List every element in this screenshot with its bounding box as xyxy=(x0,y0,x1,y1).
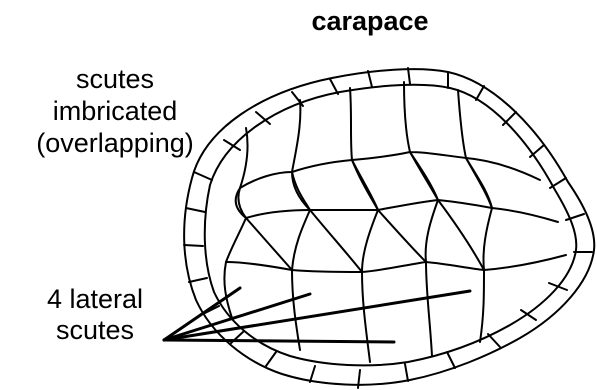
scute-seams-vertical xyxy=(224,82,492,362)
carapace-outline xyxy=(184,69,594,385)
lateral-pointer-2 xyxy=(164,294,310,340)
lateral-pointer-4 xyxy=(164,340,394,342)
scute-seams-upper xyxy=(240,152,540,188)
scute-seams-middle xyxy=(246,200,558,222)
lateral-pointer-3 xyxy=(164,291,470,340)
scute-seams-lower xyxy=(226,255,566,272)
